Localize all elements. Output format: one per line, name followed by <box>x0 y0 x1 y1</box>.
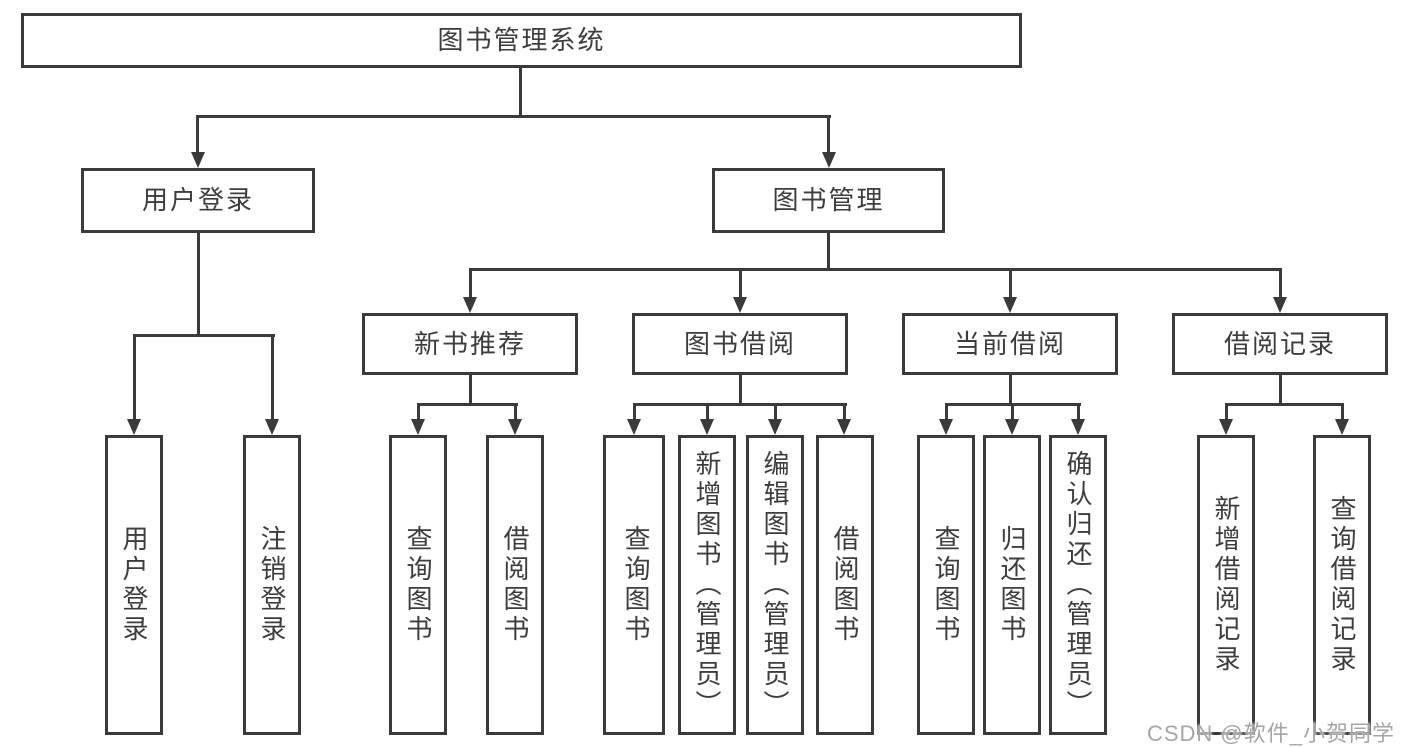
connector-vline <box>633 403 636 421</box>
arrowhead-icon <box>1003 297 1017 313</box>
leaf-borrow-books-recommend: 借阅图书 <box>486 435 544 735</box>
arrowhead-icon <box>768 419 782 435</box>
arrowhead-icon <box>627 419 641 435</box>
connector-vline <box>1011 403 1014 421</box>
connector-vline <box>706 403 709 421</box>
node-current-borrowing: 当前借阅 <box>902 313 1118 375</box>
arrowhead-icon <box>265 419 279 435</box>
connector-vline <box>1341 403 1344 421</box>
leaf-edit-book-admin: 编辑图书（管理员） <box>746 435 804 735</box>
connector-hline <box>417 403 518 406</box>
connector-vline <box>1009 375 1012 406</box>
connector-hline <box>633 403 847 406</box>
leaf-logout: 注销登录 <box>243 435 301 735</box>
arrowhead-icon <box>939 419 953 435</box>
arrowhead-icon <box>1273 297 1287 313</box>
node-new-book-recommend: 新书推荐 <box>362 313 578 375</box>
connector-vline <box>827 233 830 271</box>
connector-hline <box>469 268 1282 271</box>
leaf-confirm-return-admin: 确认归还（管理员） <box>1049 435 1107 735</box>
connector-vline <box>514 403 517 421</box>
connector-vline <box>469 268 472 299</box>
arrowhead-icon <box>127 419 141 435</box>
connector-vline <box>519 68 522 118</box>
node-user-login: 用户登录 <box>81 168 315 233</box>
node-book-borrowing: 图书借阅 <box>632 313 848 375</box>
arrowhead-icon <box>733 297 747 313</box>
leaf-return-books: 归还图书 <box>983 435 1041 735</box>
leaf-query-books-recommend: 查询图书 <box>389 435 447 735</box>
connector-vline <box>196 115 199 154</box>
leaf-query-borrow-record: 查询借阅记录 <box>1313 435 1371 735</box>
connector-vline <box>133 334 136 421</box>
connector-vline <box>1279 375 1282 406</box>
leaf-add-borrow-record: 新增借阅记录 <box>1197 435 1255 735</box>
leaf-query-books-current: 查询图书 <box>917 435 975 735</box>
connector-vline <box>739 268 742 299</box>
arrowhead-icon <box>837 419 851 435</box>
leaf-user-login: 用户登录 <box>105 435 163 735</box>
node-borrowing-records: 借阅记录 <box>1172 313 1388 375</box>
connector-vline <box>271 334 274 421</box>
connector-vline <box>945 403 948 421</box>
connector-hline <box>197 115 831 118</box>
connector-vline <box>197 233 200 337</box>
leaf-add-book-admin: 新增图书（管理员） <box>678 435 736 735</box>
connector-vline <box>774 403 777 421</box>
arrowhead-icon <box>822 152 836 168</box>
arrowhead-icon <box>463 297 477 313</box>
connector-vline <box>1279 268 1282 299</box>
connector-vline <box>827 115 830 154</box>
connector-vline <box>417 403 420 421</box>
arrowhead-icon <box>191 152 205 168</box>
arrowhead-icon <box>700 419 714 435</box>
connector-hline <box>1225 403 1344 406</box>
connector-vline <box>1077 403 1080 421</box>
connector-vline <box>843 403 846 421</box>
connector-vline <box>739 375 742 406</box>
leaf-borrow-books-borrowing: 借阅图书 <box>816 435 874 735</box>
arrowhead-icon <box>1071 419 1085 435</box>
connector-vline <box>469 375 472 406</box>
csdn-watermark: CSDN @软件_小贺同学 <box>1146 721 1395 746</box>
node-book-management: 图书管理 <box>712 168 945 233</box>
arrowhead-icon <box>1005 419 1019 435</box>
arrowhead-icon <box>1219 419 1233 435</box>
arrowhead-icon <box>1335 419 1349 435</box>
connector-hline <box>133 334 275 337</box>
arrowhead-icon <box>508 419 522 435</box>
connector-vline <box>1225 403 1228 421</box>
connector-vline <box>1009 268 1012 299</box>
arrowhead-icon <box>411 419 425 435</box>
node-root: 图书管理系统 <box>21 13 1022 68</box>
leaf-query-books-borrowing: 查询图书 <box>603 435 665 735</box>
